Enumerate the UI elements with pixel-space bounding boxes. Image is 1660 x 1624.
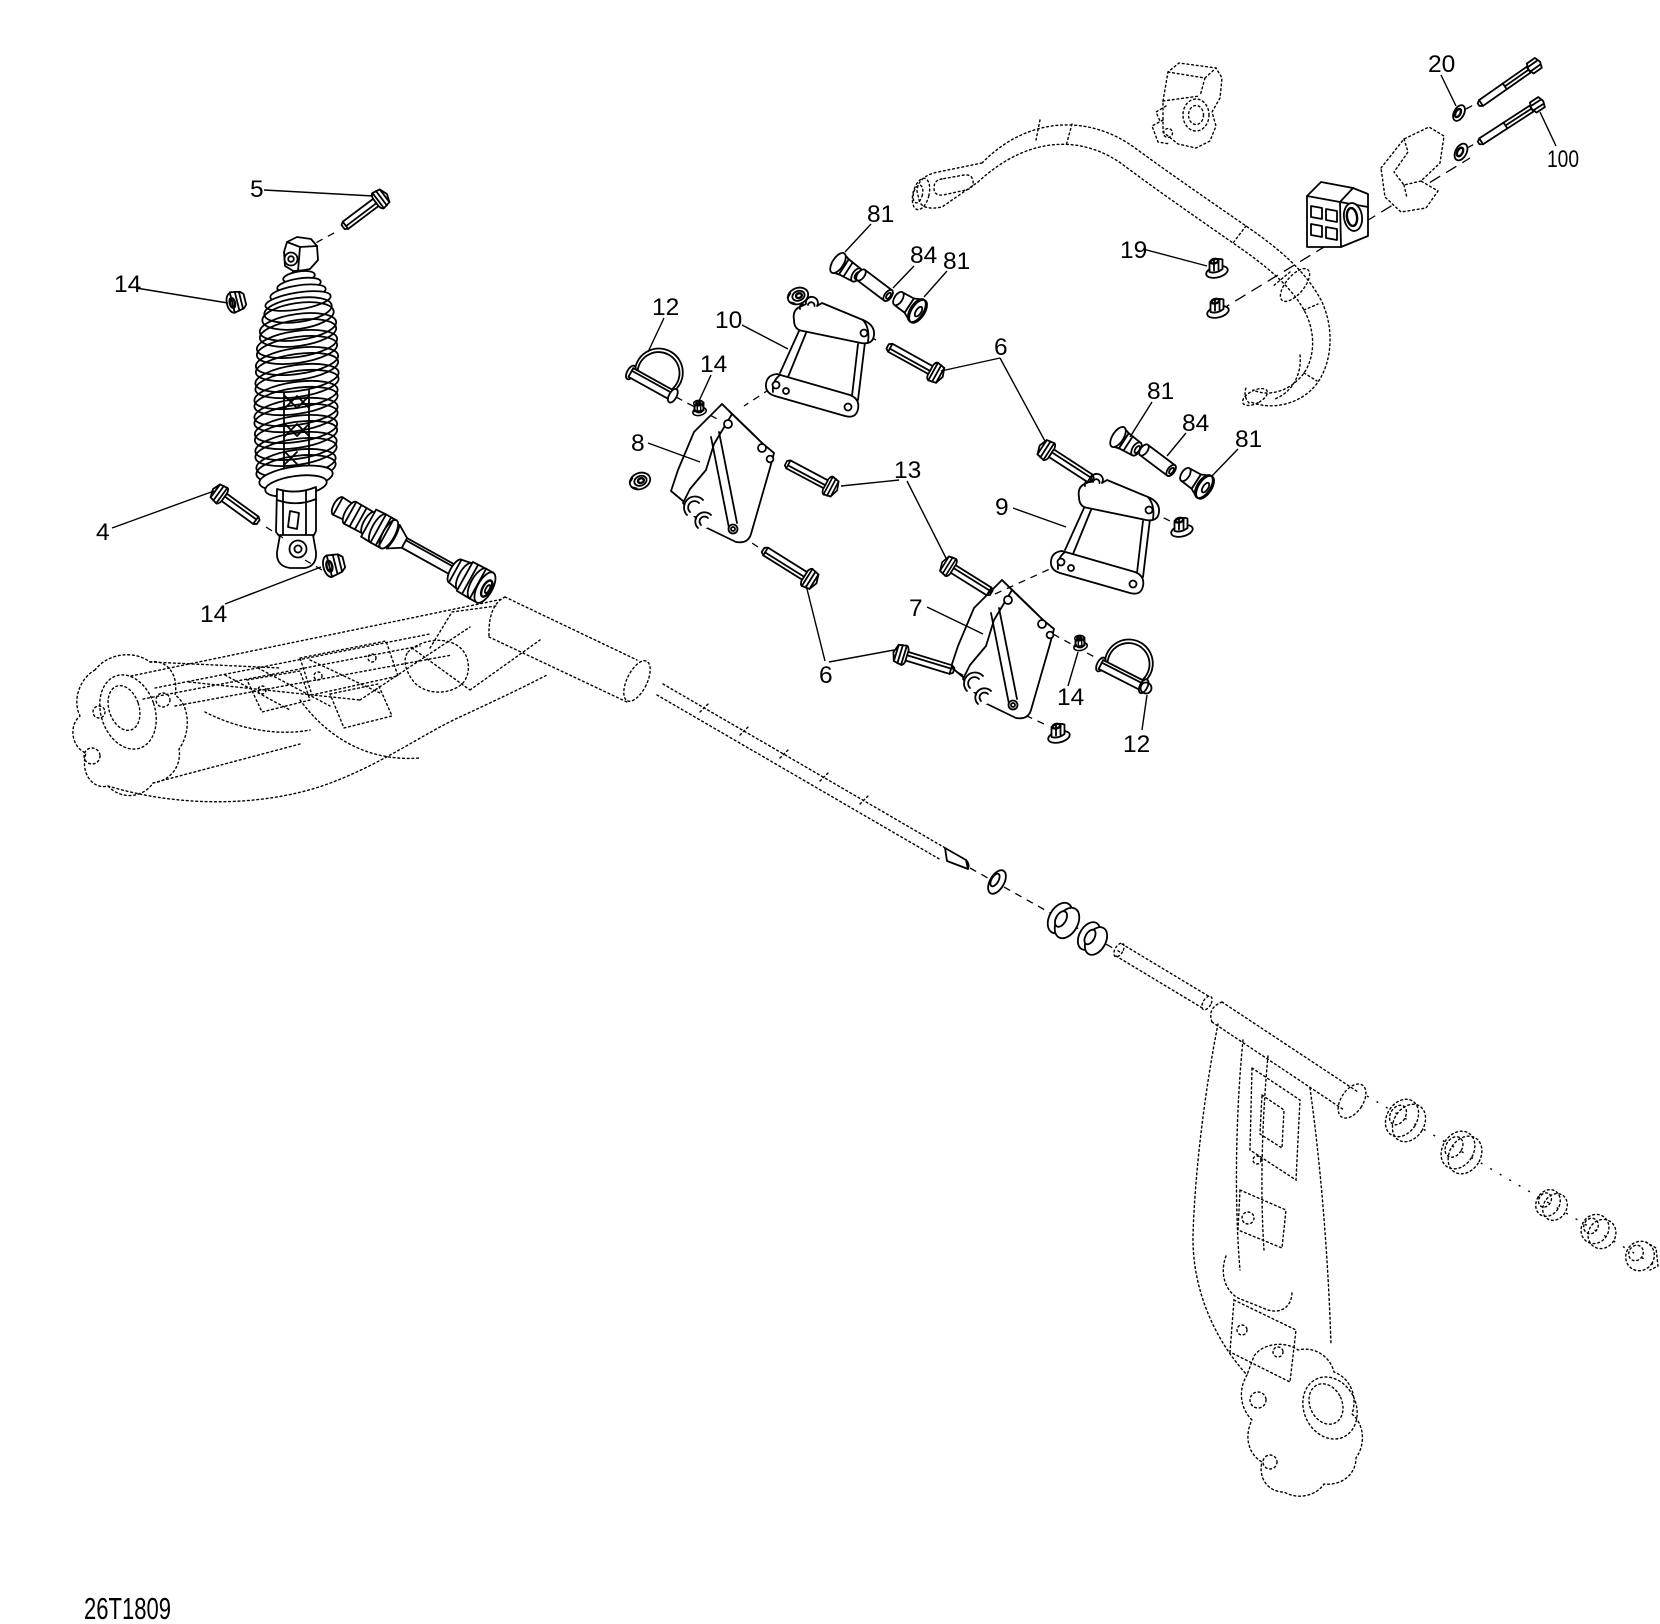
svg-text:14: 14 — [114, 271, 141, 298]
svg-text:81: 81 — [943, 248, 970, 275]
svg-text:8: 8 — [631, 430, 645, 457]
svg-text:14: 14 — [1057, 684, 1084, 711]
svg-text:9: 9 — [995, 494, 1009, 521]
svg-text:5: 5 — [250, 176, 264, 203]
svg-text:81: 81 — [1147, 378, 1174, 405]
svg-text:19: 19 — [1120, 237, 1147, 264]
svg-text:81: 81 — [1235, 426, 1262, 453]
svg-text:12: 12 — [1123, 731, 1150, 758]
svg-text:6: 6 — [994, 334, 1008, 361]
svg-text:13: 13 — [894, 457, 921, 484]
svg-text:26T1809: 26T1809 — [84, 1591, 171, 1624]
svg-text:14: 14 — [200, 601, 227, 628]
svg-text:12: 12 — [652, 294, 679, 321]
svg-text:4: 4 — [96, 519, 110, 546]
svg-text:10: 10 — [715, 307, 742, 334]
svg-text:81: 81 — [867, 201, 894, 228]
svg-text:84: 84 — [910, 242, 937, 269]
svg-text:14: 14 — [700, 351, 727, 378]
svg-text:100: 100 — [1547, 146, 1579, 173]
svg-text:84: 84 — [1182, 410, 1209, 437]
svg-text:7: 7 — [909, 595, 923, 622]
svg-text:20: 20 — [1428, 51, 1455, 78]
svg-text:6: 6 — [819, 662, 833, 689]
